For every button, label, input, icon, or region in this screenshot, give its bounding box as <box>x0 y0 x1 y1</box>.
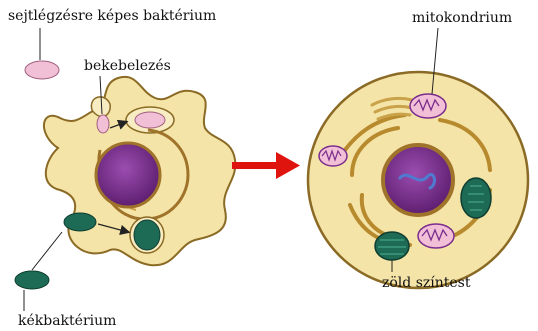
label-mitochondrion: mitokondrium <box>412 10 512 26</box>
label-cyanobacterium: kékbaktérium <box>18 313 116 329</box>
nucleus <box>96 143 160 207</box>
mitochondrion-top <box>410 94 446 118</box>
engulfed-aerobic-bacterium-entering <box>97 115 109 133</box>
chloroplast-right <box>461 178 491 218</box>
leader-cyano-2 <box>32 232 62 270</box>
transformation-arrow <box>232 152 300 179</box>
label-chloroplast: zöld színtest <box>382 275 470 291</box>
label-aerobic-bacterium: sejtlégzésre képes baktérium <box>8 8 216 24</box>
eukaryotic-cell <box>308 72 528 288</box>
free-aerobic-bacterium <box>25 61 59 79</box>
mitochondrion-left <box>319 146 347 166</box>
engulfed-cyanobacterium <box>134 220 160 250</box>
chloroplast-bottom <box>375 232 409 260</box>
free-cyanobacterium <box>15 271 49 289</box>
ancestral-cell <box>44 77 235 265</box>
engulfed-aerobic-bacterium <box>135 112 165 128</box>
cyanobacterium-entering <box>64 213 96 231</box>
label-engulfment: bekebelezés <box>84 58 171 74</box>
mitochondrion-bottom <box>418 224 454 248</box>
